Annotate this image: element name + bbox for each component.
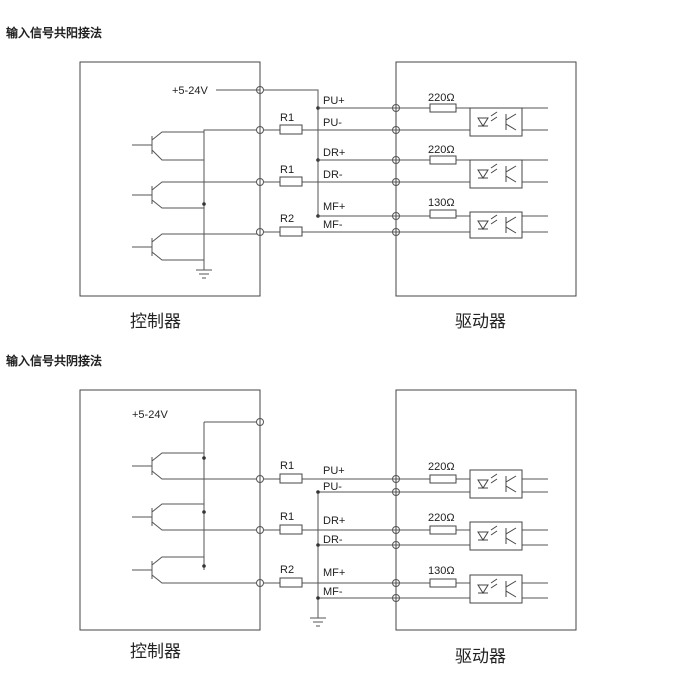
controller-label: 控制器 [130,642,181,662]
controller-box [79,389,261,631]
resistor-label: 220Ω [428,461,455,473]
terminal [392,475,400,483]
signal-label: PU+ [323,95,345,107]
ground-icon [310,617,326,627]
terminal [392,156,400,164]
resistor [429,578,457,588]
driver-box [395,389,577,631]
resistor [279,124,303,135]
resistor-label: 130Ω [428,197,455,209]
resistor-label: 130Ω [428,565,455,577]
signal-label: DR- [323,534,343,546]
controller-box [79,61,261,297]
terminal [392,526,400,534]
resistor-label: R2 [280,564,294,576]
terminal [392,594,400,602]
signal-label: DR+ [323,147,345,159]
driver-label: 驱动器 [455,312,506,332]
optocoupler-icon [469,107,523,137]
resistor-label: R1 [280,164,294,176]
signal-label: DR+ [323,515,345,527]
supply-label: +5-24V [132,409,168,421]
signal-label: MF- [323,219,343,231]
optocoupler-icon [469,469,523,499]
signal-label: PU+ [323,465,345,477]
section-title-common-cathode: 输入信号共阴接法 [6,354,103,368]
resistor [279,577,303,588]
resistor [429,209,457,219]
terminal [256,228,264,236]
junction-dot [316,490,320,494]
terminal [392,212,400,220]
junction-dot [202,564,206,568]
resistor [279,176,303,187]
diagram-common-anode: +5-24V R1 R1 R2 PU+ PU- DR+ DR- MF+ MF- [79,61,577,332]
optocoupler-icon [469,521,523,551]
transistor-icon [132,452,257,584]
terminal [392,126,400,134]
resistor [429,155,457,165]
resistor-label: 220Ω [428,144,455,156]
resistor-label: R1 [280,460,294,472]
optocoupler-icon [469,159,523,189]
terminal [392,228,400,236]
junction-dot [316,596,320,600]
resistor-label: R1 [280,511,294,523]
signal-label: PU- [323,481,342,493]
driver-label: 驱动器 [455,647,506,667]
signal-label: MF+ [323,567,345,579]
transistor-icon [132,129,257,279]
resistor-label: R1 [280,112,294,124]
resistor [429,474,457,484]
optocoupler-icon [469,574,523,604]
resistor [429,103,457,113]
resistor [279,524,303,535]
junction-dot [316,543,320,547]
terminal [392,541,400,549]
terminal [392,579,400,587]
signal-label: DR- [323,169,343,181]
resistor [429,525,457,535]
junction-dot [202,510,206,514]
supply-wire [263,89,319,108]
signal-label: PU- [323,117,342,129]
resistor [279,473,303,484]
terminal [392,104,400,112]
terminal [392,488,400,496]
resistor [279,226,303,237]
resistor-label: 220Ω [428,92,455,104]
terminal [392,178,400,186]
supply-label: +5-24V [172,85,208,97]
resistor-label: 220Ω [428,512,455,524]
junction-dot [202,456,206,460]
section-title-common-anode: 输入信号共阳接法 [6,26,103,40]
signal-label: MF+ [323,201,345,213]
optocoupler-icon [469,211,523,239]
resistor-label: R2 [280,213,294,225]
controller-label: 控制器 [130,312,181,332]
terminal [256,418,264,426]
diagram-common-cathode: +5-24V R1 R1 R2 PU [79,389,577,667]
signal-label: MF- [323,586,343,598]
